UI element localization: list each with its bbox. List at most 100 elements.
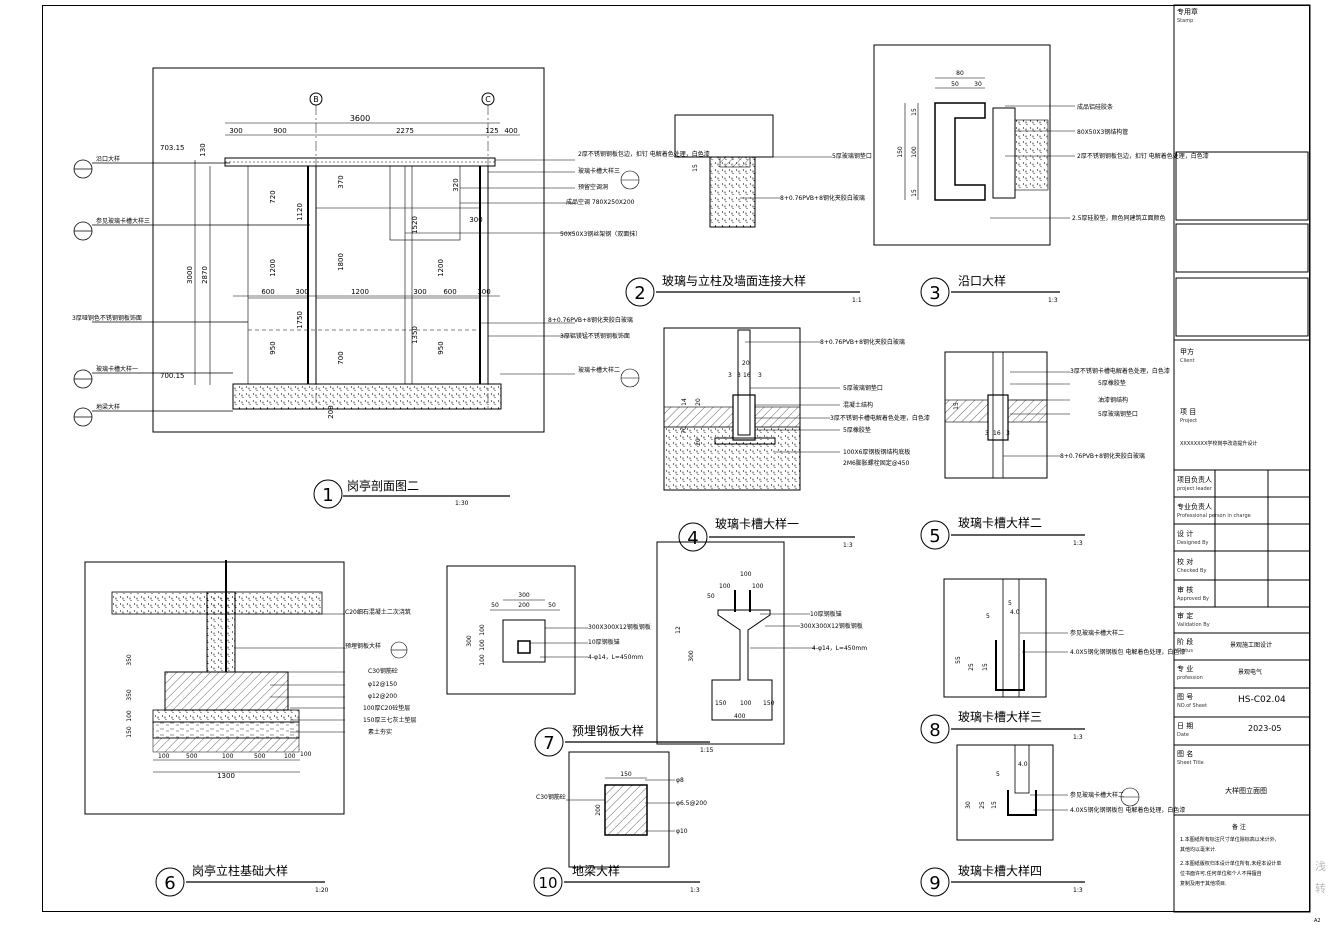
d4-note-0: 5厚玻璃钢垫口 — [843, 384, 883, 392]
dim-top-total: 3600 — [350, 114, 370, 123]
d3-dim-4: 150 — [897, 146, 904, 158]
d4-dim-3: 16 — [743, 372, 751, 379]
d4-note-2: 3厚不锈钢卡槽电解着色处理，白色漆 — [830, 414, 930, 422]
detail-3-drawing: 80 50 30 15 150 100 15 成品铝硅胶条 80X50X3钢结构… — [873, 44, 1209, 246]
detail-4-scale: 1:3 — [843, 542, 853, 549]
d7b-dim-3: 50 — [707, 593, 715, 600]
detail-1-title: 岗亭剖面图二 — [347, 478, 419, 493]
d5-dim-0: 15 — [953, 402, 960, 410]
detail-2-title: 玻璃与立柱及墙面连接大样 — [662, 273, 806, 288]
detail-5-scale: 1:3 — [1073, 540, 1083, 547]
dim-vert-7: 700 — [337, 351, 345, 364]
d7b-dim-l-1: 300 — [688, 650, 695, 662]
detail-3-num: 3 — [929, 283, 940, 304]
right-note-5: 8+0.76PVB+8钢化夹胶白玻璃 — [548, 316, 633, 324]
d8-dim-4: 15 — [982, 663, 989, 671]
detail-title-5: 5 玻璃卡槽大样二 1:3 — [920, 515, 1085, 550]
d8-dim-3: 25 — [968, 663, 975, 671]
d3-dim-1: 50 — [951, 81, 959, 88]
left-note-1: 参见玻璃卡槽大样三 — [96, 217, 150, 225]
right-note-1: 玻璃卡槽大样三 — [578, 167, 620, 175]
dim-vert-2: 950 — [269, 341, 277, 354]
title-value: 大样图立面图 — [1225, 787, 1267, 795]
d7b-dim-1: 100 — [719, 583, 731, 590]
dim-top-3: 125 — [485, 127, 498, 135]
d6-note-6: 150厚三七灰土垫层 — [363, 716, 416, 724]
d10-dim-0: 150 — [620, 771, 632, 778]
note-line-0: 1.本图纸所有标注尺寸单位除标高以米计外, — [1180, 837, 1277, 843]
corner-char-1: 转 — [1315, 882, 1326, 895]
d3-dim-2: 30 — [974, 81, 982, 88]
detail-title-1: 1 岗亭剖面图二 1:30 — [313, 478, 510, 509]
d8-dim-5: 5 — [986, 613, 990, 620]
detail-title-2: 2 玻璃与立柱及墙面连接大样 1:1 — [625, 273, 862, 307]
d3-dim-0: 80 — [956, 70, 964, 77]
detail-5-title: 玻璃卡槽大样二 — [958, 515, 1042, 530]
detail-7-num: 7 — [543, 733, 554, 754]
d6-dim-l-0: 350 — [126, 654, 133, 666]
d4-dim-6: 70 — [681, 426, 688, 434]
d9-dim-2: 30 — [965, 801, 972, 809]
d6-dim-r: 100 — [300, 751, 312, 758]
d6-dim-l-3: 150 — [126, 726, 133, 738]
sheet-no-value: HS-C02.04 — [1238, 695, 1286, 705]
d7b-dim-b-3: 400 — [734, 713, 746, 720]
d5-dim-1: 3 — [985, 430, 989, 437]
date-value: 2023-05 — [1248, 724, 1282, 733]
detail-2-drawing: 15 5厚玻璃钢垫口 8+0.76PVB+8钢化夹胶白玻璃 — [674, 114, 872, 228]
d6-note-0: C20细石混凝土二次浇筑 — [345, 608, 411, 616]
note-line-3: 位书面许可,任何单位和个人不得擅自 — [1180, 871, 1262, 877]
detail2-dim: 15 — [692, 164, 699, 172]
d9-dim-3: 25 — [979, 801, 986, 809]
d7b-dim-0: 100 — [740, 571, 752, 578]
detail-5-num: 5 — [929, 526, 940, 547]
d9-note-1: 4.0X5钢化钢钢板包 电解着色处理，白色漆 — [1070, 806, 1185, 814]
right-note-3: 成品空调 780X250X200 — [566, 198, 635, 206]
grid-c-label: C — [485, 95, 491, 104]
d3-note-0: 成品铝硅胶条 — [1077, 103, 1113, 111]
detail-9-drawing: 5 4.0 30 25 15 参见玻璃卡槽大样二 4.0X5钢化钢钢板包 电解着… — [956, 744, 1185, 841]
detail-1-num: 1 — [322, 485, 333, 506]
d6-note-1: 预埋钢板大样 — [345, 642, 381, 650]
dim-vert-6: 1800 — [337, 253, 345, 271]
detail-7-section: 100 100 100 50 12 300 150 100 150 400 10… — [656, 541, 867, 745]
detail-6-scale: 1:20 — [315, 887, 329, 894]
d3-dim-5: 100 — [911, 146, 918, 158]
d4-dim-5: 14 — [681, 398, 688, 406]
d5-dim-2: 16 — [993, 430, 1001, 437]
d6-total: 1300 — [217, 772, 235, 780]
detail-10-drawing: 150 200 C30钢筋砼 φ8 φ6.5@200 φ10 — [536, 751, 707, 868]
d5-note-2: 油漆钢结构 — [1098, 396, 1128, 404]
detail-9-title: 玻璃卡槽大样四 — [958, 863, 1042, 878]
detail-8-num: 8 — [929, 720, 940, 741]
dim-top-1: 900 — [273, 127, 286, 135]
d4-dim-2: 3 — [737, 372, 741, 379]
d9-dim-4: 15 — [991, 801, 998, 809]
d6-note-5: 100厚C20砼垫层 — [363, 704, 410, 712]
detail-9-scale: 1:3 — [1073, 887, 1083, 894]
d4-dim-0: 20 — [742, 360, 750, 367]
detail-2-scale: 1:1 — [852, 297, 862, 304]
detail-8-title: 玻璃卡槽大样三 — [958, 709, 1042, 724]
right-note-7: 玻璃卡槽大样二 — [578, 366, 620, 374]
status-value: 景观施工图设计 — [1230, 642, 1273, 649]
left-note-4: 地梁大样 — [96, 403, 120, 411]
d4-dim-1: 3 — [728, 372, 732, 379]
detail-5-drawing: 15 3 16 3 3厚不锈钢卡槽电解着色处理，白色漆 5厚橡胶垫 油漆钢结构 … — [944, 351, 1170, 479]
d9-dim-0: 5 — [996, 771, 1000, 778]
detail-title-9: 9 玻璃卡槽大样四 1:3 — [920, 863, 1085, 897]
d7-dim-l-3: 100 — [479, 654, 486, 666]
d7b-dim-l-0: 12 — [675, 626, 682, 634]
detail-title-7: 7 预埋钢板大样 1:15 — [534, 723, 714, 757]
d6-dim-b-1: 500 — [186, 753, 198, 760]
right-note-4: 50X50X3钢丝架钢（双面抹） — [560, 230, 641, 238]
d7-note-1: 10厚钢板锚 — [588, 638, 620, 646]
d3-note-1: 80X50X3钢结构管 — [1077, 128, 1128, 136]
d7-dim-l-0: 300 — [466, 635, 473, 647]
